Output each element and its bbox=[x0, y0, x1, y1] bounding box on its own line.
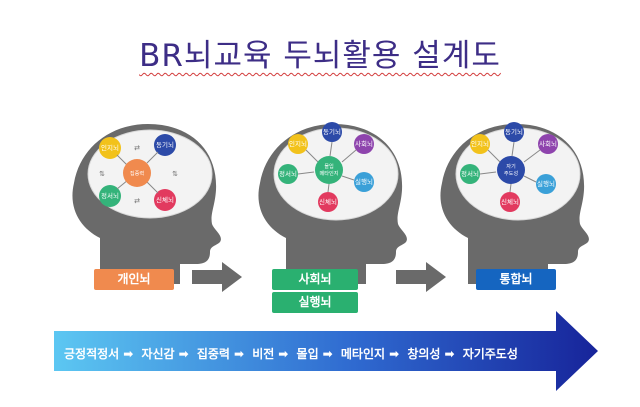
title-text: BR뇌교육 두뇌활용 설계도 bbox=[139, 38, 501, 74]
center-line-2: 주도성 bbox=[504, 169, 519, 177]
node-body: 신체뇌 bbox=[501, 197, 519, 206]
center-focus: 집중력 bbox=[130, 169, 145, 177]
svg-text:⇅: ⇅ bbox=[172, 170, 178, 178]
flow-item: 집중력 bbox=[196, 347, 230, 361]
node-motivation: 동기뇌 bbox=[323, 127, 341, 136]
head-individual-figure: 인지뇌 동기뇌 정서뇌 신체뇌 집중력 ⇄ ⇄ ⇅ ⇅ bbox=[72, 124, 221, 284]
node-body: 신체뇌 bbox=[156, 195, 174, 204]
flow-sequence: 긍정적정서➡ 자신감➡ 집중력➡ 비전➡ 몰입➡ 메타인지➡ 창의성➡ 자기주도… bbox=[64, 345, 518, 362]
head-integrated-figure: 인지뇌 동기뇌 사회뇌 정서뇌 실행뇌 신체뇌 자기 주도성 bbox=[440, 122, 589, 284]
node-cognitive: 인지뇌 bbox=[471, 139, 489, 148]
tag-social-brain: 사회뇌 bbox=[272, 269, 358, 290]
node-cognitive: 인지뇌 bbox=[101, 143, 119, 152]
node-motivation: 동기뇌 bbox=[156, 140, 174, 149]
node-social: 사회뇌 bbox=[355, 139, 373, 148]
node-emotion: 정서뇌 bbox=[279, 169, 297, 178]
head-social-figure: 인지뇌 동기뇌 사회뇌 정서뇌 실행뇌 신체뇌 몰입 메타인지 bbox=[258, 122, 407, 284]
svg-text:⇄: ⇄ bbox=[134, 144, 140, 152]
node-cognitive: 인지뇌 bbox=[289, 139, 307, 148]
flow-arrow-sep: ➡ bbox=[233, 347, 245, 361]
flow-arrow-sep: ➡ bbox=[278, 347, 289, 361]
flow-item: 창의성 bbox=[407, 347, 441, 361]
flow-arrow-sep: ➡ bbox=[123, 347, 134, 361]
node-emotion: 정서뇌 bbox=[101, 191, 119, 200]
flow-arrow-sep: ➡ bbox=[389, 347, 400, 361]
node-social: 사회뇌 bbox=[539, 139, 557, 148]
flow-item: 몰입 bbox=[296, 347, 319, 361]
node-body: 신체뇌 bbox=[319, 197, 337, 206]
center-line-1: 자기 bbox=[506, 162, 516, 170]
stage-arrow-1 bbox=[192, 262, 242, 292]
flow-item: 자기주도성 bbox=[462, 347, 518, 361]
flow-item: 비전 bbox=[252, 347, 275, 361]
tag-execution-brain: 실행뇌 bbox=[272, 292, 358, 313]
flow-arrow-sep: ➡ bbox=[444, 347, 455, 361]
head-social: 인지뇌 동기뇌 사회뇌 정서뇌 실행뇌 신체뇌 몰입 메타인지 bbox=[226, 88, 426, 288]
head-individual: 인지뇌 동기뇌 정서뇌 신체뇌 집중력 ⇄ ⇄ ⇅ ⇅ bbox=[40, 88, 240, 288]
flow-arrow-sep: ➡ bbox=[322, 347, 333, 361]
stage-arrow-2 bbox=[396, 262, 446, 292]
page-title: BR뇌교육 두뇌활용 설계도 bbox=[0, 30, 640, 75]
flow-arrow bbox=[54, 311, 598, 391]
svg-text:⇄: ⇄ bbox=[134, 197, 140, 205]
flow-item: 긍정적정서 bbox=[64, 347, 120, 361]
center-line-1: 몰입 bbox=[324, 162, 334, 170]
head-integrated: 인지뇌 동기뇌 사회뇌 정서뇌 실행뇌 신체뇌 자기 주도성 bbox=[408, 88, 608, 288]
flow-item: 메타인지 bbox=[340, 347, 386, 361]
flow-item: 자신감 bbox=[141, 347, 175, 361]
tag-individual-brain: 개인뇌 bbox=[94, 269, 174, 290]
node-emotion: 정서뇌 bbox=[461, 169, 479, 178]
tag-integrated-brain: 통합뇌 bbox=[476, 269, 556, 290]
svg-text:⇅: ⇅ bbox=[99, 170, 105, 178]
flow-arrow-sep: ➡ bbox=[178, 347, 189, 361]
node-execution: 실행뇌 bbox=[355, 177, 373, 186]
node-motivation: 동기뇌 bbox=[505, 127, 523, 136]
node-execution: 실행뇌 bbox=[537, 179, 555, 188]
center-line-2: 메타인지 bbox=[319, 169, 338, 177]
